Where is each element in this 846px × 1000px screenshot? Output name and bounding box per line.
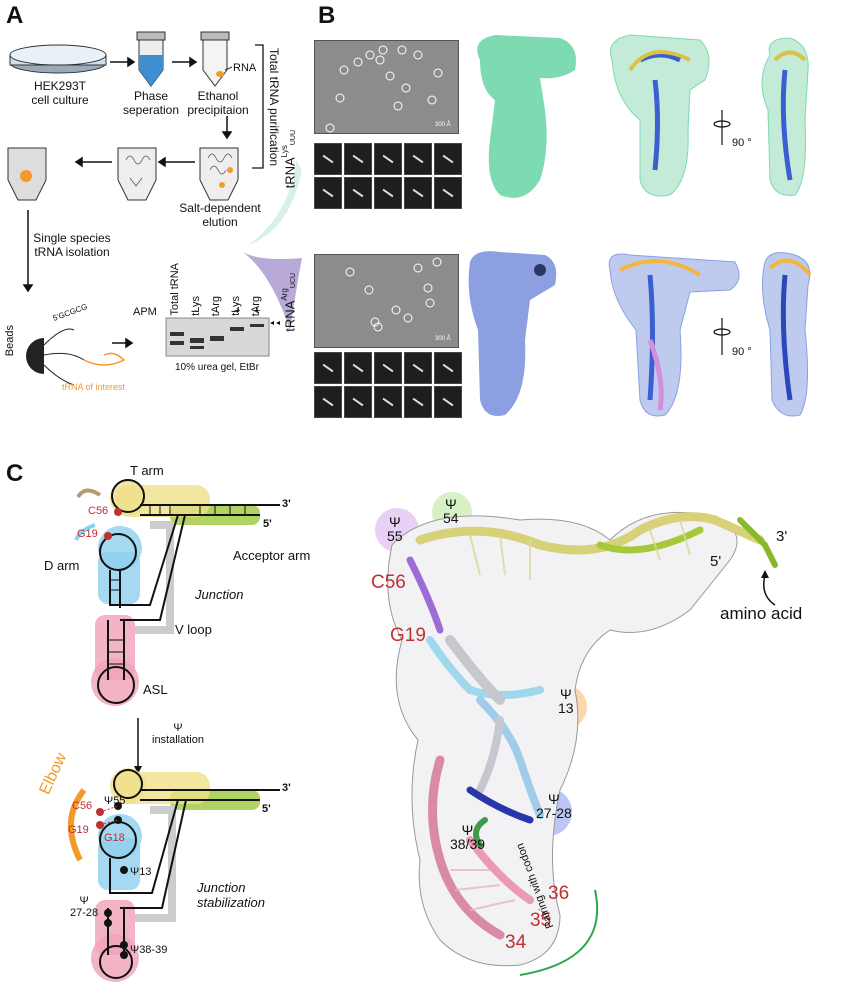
struct-amino-acid: amino acid [720, 604, 803, 623]
class-tile [434, 352, 462, 384]
class-tile [344, 177, 372, 209]
class-tile [314, 352, 342, 384]
class-tile [374, 177, 402, 209]
rna-label: RNA [233, 62, 257, 74]
class-tile [374, 352, 402, 384]
g19-bottom: G19 [68, 824, 89, 836]
class-tile [344, 352, 372, 384]
struct-psi54: Ψ 54 [443, 496, 459, 526]
scale-lys: 300 Å [435, 122, 451, 128]
struct-c56: C56 [371, 572, 406, 593]
class-tile [434, 143, 462, 175]
micrograph-arg [314, 254, 459, 348]
c56-top: C56 [88, 505, 109, 517]
dish-label: HEK293T cell culture [31, 79, 89, 107]
lys-density-surface [477, 35, 576, 198]
class-tile [404, 177, 432, 209]
class-tile [434, 177, 462, 209]
junction-stab-label: Junction stabilization [197, 880, 265, 910]
single-label: Single species tRNA isolation [33, 231, 111, 259]
class-tile [314, 143, 342, 175]
struct-psi3839: Ψ 38/39 [450, 822, 486, 852]
ethanol-tube-icon [200, 31, 233, 87]
struct-psi13: Ψ 13 [558, 686, 574, 716]
asl-label: ASL [143, 682, 168, 697]
g19-top: G19 [77, 528, 98, 540]
class-tile [344, 143, 372, 175]
gel-caption: 10% urea gel, EtBr [175, 362, 259, 373]
class-tile [374, 143, 402, 175]
v-loop-label: V loop [175, 622, 212, 637]
arg-density-fit-front [608, 253, 740, 417]
d-arm-label: D arm [44, 558, 80, 573]
c56-bottom: C56 [72, 800, 93, 812]
struct-psi55: Ψ 55 [387, 514, 403, 544]
class-tile [404, 386, 432, 418]
class-tile [404, 352, 432, 384]
t-arm-label: T arm [130, 463, 164, 478]
struct-five-prime: 5' [710, 553, 722, 570]
apm-sign-2: - [214, 305, 218, 317]
apm-sign-3: + [234, 305, 241, 317]
five-prime-bottom: 5' [262, 803, 271, 815]
apm-sign-1: - [194, 305, 198, 317]
psi2728-bottom: Ψ 27-28 [70, 895, 99, 919]
struct-n34: 34 [505, 932, 527, 953]
class-tile [314, 386, 342, 418]
salt-label: Salt-dependent elution [179, 201, 261, 229]
three-prime-top: 3' [282, 498, 291, 510]
junction-label: Junction [195, 587, 244, 602]
psi13-bottom: Ψ13 [130, 866, 152, 878]
apm-sign-4: + [254, 305, 261, 317]
acceptor-label: Acceptor arm [233, 548, 311, 563]
g18-bottom: G18 [104, 832, 125, 844]
phase-tube-icon [136, 31, 166, 87]
total-trna-label: Total tRNA purification [266, 47, 281, 167]
micrograph-lys [314, 40, 459, 134]
class-tile [344, 386, 372, 418]
struct-g19: G19 [390, 625, 426, 646]
scale-arg: 300 Å [435, 336, 451, 342]
rotation-arg: 90 ° [732, 346, 752, 358]
class-averages-lys [314, 143, 462, 209]
class-averages-arg [314, 352, 462, 418]
panel-label-c: C [6, 460, 24, 487]
psi3839-bottom: Ψ38-39 [130, 944, 168, 956]
class-tile [434, 386, 462, 418]
rotation-lys: 90 ° [732, 137, 752, 149]
struct-n36: 36 [548, 883, 570, 904]
phase-label: Phase seperation [122, 89, 180, 117]
class-tile [404, 143, 432, 175]
ethanol-label: Ethanol precipitaion [187, 89, 249, 117]
panel-label-a: A [6, 2, 24, 29]
class-tile [314, 177, 342, 209]
struct-n35: 35 [530, 910, 552, 931]
struct-psi2728: Ψ 27-28 [536, 791, 572, 821]
apm-label: APM [133, 306, 157, 318]
three-prime-bottom: 3' [282, 782, 291, 794]
toi-label: tRNA of interest [62, 382, 126, 392]
class-tile [374, 386, 402, 418]
beads-icon [26, 328, 126, 386]
psi-install-label: Ψ installation [152, 722, 204, 746]
arg-density-surface [468, 251, 557, 416]
psi55-bottom: Ψ55 [104, 795, 126, 807]
five-prime-top: 5' [263, 518, 272, 530]
struct-three-prime: 3' [776, 528, 788, 545]
petri-dish-icon [9, 44, 107, 74]
panel-label-b: B [318, 2, 336, 29]
